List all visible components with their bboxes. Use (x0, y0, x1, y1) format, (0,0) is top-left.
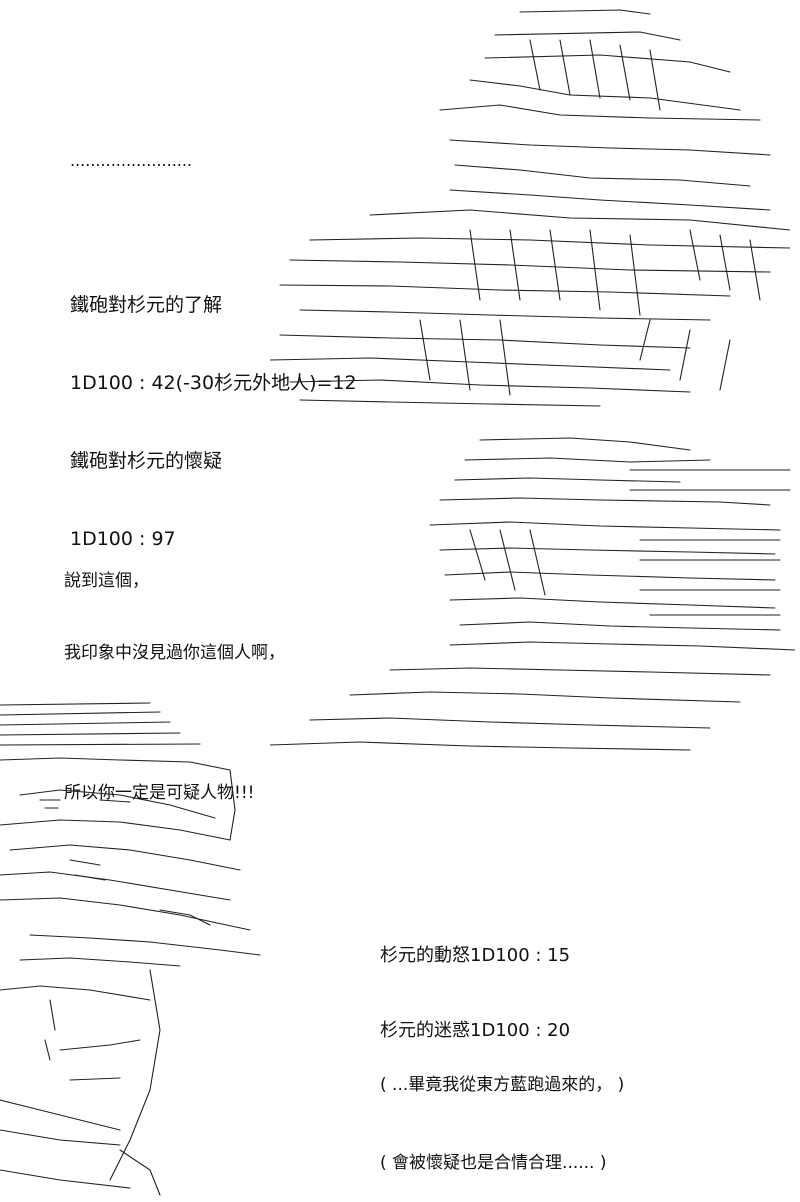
inner-thought-aside: ( ...畢竟我從東方藍跑過來的， ) ( 會被懷疑也是合情合理...... ) (380, 1020, 624, 1202)
aside-line-2: ( 會被懷疑也是合情合理...... ) (380, 1153, 607, 1173)
narration-line-4: 1D100 : 97 (70, 528, 176, 550)
dialogue-line-2: 我印象中沒見過你這個人啊， (64, 643, 285, 663)
narration-line-3: 鐵砲對杉元的懷疑 (70, 450, 223, 472)
upper-right-character-art (270, 0, 790, 410)
confusion-roll-line: 杉元的迷惑1D100 : 20 (380, 1020, 571, 1041)
upper-right-art-drawing (270, 9, 790, 407)
suspicion-dialogue: 說到這個， 我印象中沒見過你這個人啊， 所以你一定是可疑人物!!! (64, 521, 285, 829)
sugimoto-dice-narration: 杉元的動怒1D100 : 15 杉元的迷惑1D100 : 20 (380, 893, 570, 1068)
anger-roll-line: 杉元的動怒1D100 : 15 (380, 945, 571, 966)
narration-line-1: 鐵砲對杉元的了解 (70, 294, 223, 316)
lower-left-art-drawing (0, 702, 261, 1196)
aside-line-1: ( ...畢竟我從東方藍跑過來的， ) (380, 1075, 625, 1095)
middle-right-art-drawing (270, 437, 795, 751)
narration-line-2: 1D100 : 42(-30杉元外地人)=12 (70, 372, 357, 394)
lower-left-character-art (0, 700, 270, 1200)
dialogue-line-1: 說到這個， (64, 571, 149, 591)
middle-right-character-art (270, 430, 795, 760)
dialogue-line-3: 所以你一定是可疑人物!!! (64, 783, 255, 803)
dice-roll-narration: ........................ 鐵砲對杉元的了解 1D100 … (70, 96, 357, 578)
ellipsis-dots: ........................ (70, 151, 193, 170)
